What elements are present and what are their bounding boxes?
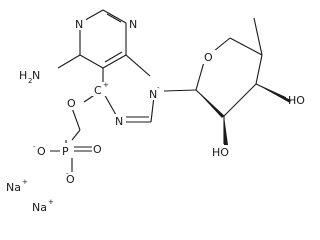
o-minus-left-label: O bbox=[37, 145, 46, 158]
ho-right-label: HO bbox=[288, 94, 305, 107]
pyrimidine-ring bbox=[57, 9, 127, 69]
stereo-bonds bbox=[196, 84, 291, 145]
o-minus-bottom-charge: - bbox=[66, 170, 69, 178]
n-imidazole-bottom-label: N bbox=[115, 115, 123, 128]
n-top-right-label: N bbox=[129, 18, 137, 31]
na1-label: Na bbox=[6, 181, 21, 194]
o-minus-left-charge: - bbox=[33, 143, 36, 151]
na2-charge: + bbox=[48, 198, 54, 206]
o-bridge-label: O bbox=[67, 97, 76, 110]
na2-label: Na bbox=[32, 201, 47, 214]
ho-bottom-label: HO bbox=[212, 146, 229, 159]
nh2-n-label: N bbox=[32, 69, 40, 82]
nh2-subscript: 2 bbox=[28, 77, 32, 85]
na1-charge: + bbox=[22, 178, 28, 186]
n-imidazole-charge: - bbox=[157, 84, 160, 92]
ribose-ring bbox=[163, 17, 292, 145]
atom-labels: N N H N 2 C + N - N O P O O - O - O HO H… bbox=[6, 18, 310, 214]
n-imidazole-label: N bbox=[149, 88, 157, 101]
o-ring-label: O bbox=[204, 51, 213, 64]
nh2-h-label: H bbox=[19, 69, 27, 82]
c-atom-label: C bbox=[94, 84, 102, 97]
o-minus-bottom-label: O bbox=[66, 173, 75, 186]
molecular-structure: N N H N 2 C + N - N O P O O - O - O HO H… bbox=[6, 9, 310, 214]
n-top-left-label: N bbox=[75, 18, 83, 31]
p-atom-label: P bbox=[62, 145, 69, 158]
c-charge-label: + bbox=[103, 81, 109, 89]
imidazole-ring bbox=[102, 54, 155, 123]
o-double-label: O bbox=[93, 143, 102, 156]
